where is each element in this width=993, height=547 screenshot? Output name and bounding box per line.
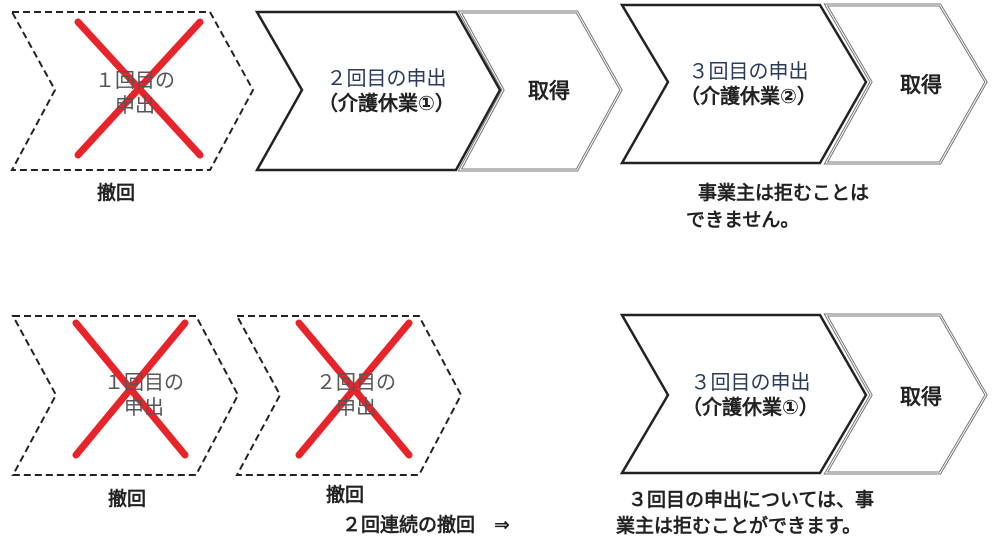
withdrawn-step-label: １回目の 申出 <box>104 370 184 420</box>
step-line1: ３回目の申出 <box>688 59 809 83</box>
withdrawn-step-label: １回目の 申出 <box>95 68 175 118</box>
step-shape <box>254 10 502 172</box>
result-label: 取得 <box>900 385 942 409</box>
consecutive-withdrawal-note: ２回連続の撤回 ⇒ <box>342 514 510 536</box>
step-line1: １回目の <box>95 68 175 92</box>
note-line1: ３回目の申出については、事 <box>628 489 875 511</box>
withdrawn-step-shape <box>11 315 240 476</box>
withdrawn-step-label: ２回目の 申出 <box>316 370 396 420</box>
withdrawn-step-shape <box>10 11 255 171</box>
withdrawn-step-shape <box>235 315 463 476</box>
note-line1: 事業主は拒むことは <box>698 182 870 204</box>
result-label: 取得 <box>528 79 570 103</box>
step-line1: ２回目の申出 <box>326 66 447 90</box>
step-shape <box>619 313 868 475</box>
withdrawn-status: 撤回 <box>326 484 365 506</box>
note-text: 事業主は拒むことは できません。 <box>686 180 869 233</box>
step-line2: 申出 <box>124 395 164 419</box>
cross-icon <box>295 319 413 459</box>
cross-icon <box>72 319 189 459</box>
step-line2: 申出 <box>115 93 155 117</box>
note-line2: できません。 <box>686 208 800 231</box>
step2-label: ２回目の申出 （介護休業①） <box>318 66 455 116</box>
step-line1: ３回目の申出 <box>690 370 811 394</box>
cross-icon <box>74 18 204 159</box>
step-line1: １回目の <box>104 370 184 394</box>
step-line1: ２回目の <box>316 370 396 394</box>
result-label: 取得 <box>900 73 942 97</box>
withdrawn-status: 撤回 <box>97 182 136 204</box>
step3-label: ３回目の申出 （介護休業②） <box>680 59 817 109</box>
step-line2: （介護休業②） <box>680 84 817 108</box>
withdrawn-status: 撤回 <box>108 488 147 510</box>
step3-label: ３回目の申出 （介護休業①） <box>682 370 819 420</box>
note-text: ３回目の申出については、事 業主は拒むことができます。 <box>616 488 874 539</box>
note-line2: 業主は拒むことができます。 <box>616 514 862 537</box>
step-line2: （介護休業①） <box>682 395 819 419</box>
step-line2: 申出 <box>336 395 376 419</box>
step-line2: （介護休業①） <box>318 91 455 115</box>
step-shape <box>619 3 868 165</box>
